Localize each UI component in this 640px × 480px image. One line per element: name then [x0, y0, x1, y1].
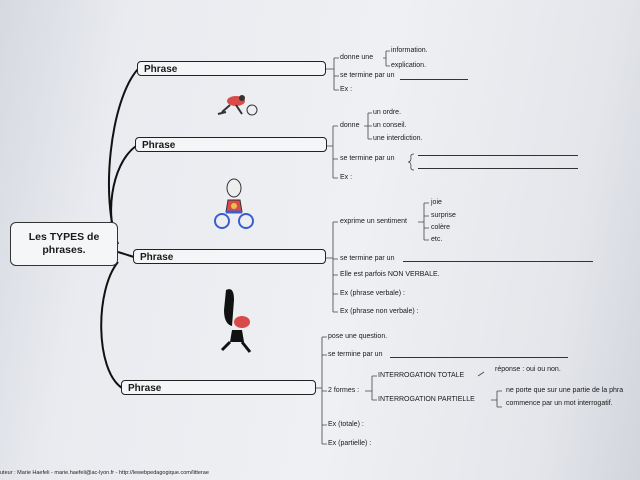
- branch1-phrase-box: Phrase: [137, 61, 326, 76]
- branch2-item1: donne: [340, 122, 360, 129]
- root-title-line1: Les TYPES de: [28, 231, 100, 243]
- branch1-sub1: information.: [391, 47, 428, 54]
- footer-credit: uteur : Marie Haefeli - marie.haefeli@ac…: [0, 470, 209, 476]
- branch4-form2-note-line1: ne porte que sur une partie de la phra: [506, 387, 624, 394]
- branch4-item3: 2 formes :: [328, 387, 360, 394]
- branch2-answer-line-2: [418, 168, 578, 169]
- root-topic-box: Les TYPES de phrases.: [10, 222, 118, 266]
- branch4-form2: INTERROGATION PARTIELLE: [378, 396, 475, 403]
- root-title-line2: phrases.: [42, 244, 86, 256]
- branch1-sub2: explication.: [391, 62, 427, 69]
- branch2-sub3: une interdiction.: [373, 135, 423, 142]
- branch4-item1: pose une question.: [328, 333, 388, 340]
- cyclist-cartoon-illustration: [214, 178, 254, 229]
- branch2-sub1: un ordre.: [373, 109, 402, 116]
- branch4-item2: se termine par un: [328, 351, 383, 358]
- branch3-item1: exprime un sentiment: [340, 218, 407, 225]
- branch3-item5: Ex (phrase non verbale) :: [340, 308, 419, 315]
- walker-cartoon-illustration: [220, 289, 252, 353]
- branch3-sub3: colère: [431, 224, 451, 231]
- branch1-label: Phrase: [144, 64, 178, 75]
- branch2-sub2: un conseil.: [373, 122, 407, 129]
- branch4-item4: Ex (totale) :: [328, 421, 364, 428]
- branch3-label: Phrase: [140, 252, 174, 263]
- branch4-label: Phrase: [128, 383, 162, 394]
- branch3-sub2: surprise: [431, 212, 456, 219]
- branch4-form1: INTERROGATION TOTALE: [378, 372, 465, 379]
- branch2-label: Phrase: [142, 140, 176, 151]
- branch1-item2: se termine par un: [340, 72, 395, 79]
- branch3-phrase-box: Phrase: [133, 249, 326, 264]
- branch4-item5: Ex (partielle) :: [328, 440, 372, 447]
- branch3-answer-line: [403, 261, 593, 262]
- branch4-answer-line: [390, 357, 568, 358]
- branch2-phrase-box: Phrase: [135, 137, 327, 152]
- branch4-form2-note-line2: commence par un mot interrogatif.: [506, 400, 613, 407]
- branch3-item3: Elle est parfois NON VERBALE.: [340, 271, 440, 278]
- branch3-item4: Ex (phrase verbale) :: [340, 290, 405, 297]
- branch1-answer-line: [400, 79, 468, 80]
- branch4-form1-note: réponse : oui ou non.: [495, 366, 561, 373]
- branch2-item3: Ex :: [340, 174, 353, 181]
- branch1-item1: donne une: [340, 54, 374, 61]
- branch3-sub4: etc.: [431, 236, 443, 243]
- branch4-phrase-box: Phrase: [121, 380, 316, 395]
- branch1-item3: Ex :: [340, 86, 353, 93]
- branch3-sub1: joie: [431, 199, 442, 206]
- branch3-item2: se termine par un: [340, 255, 395, 262]
- branch2-answer-line-1: [418, 155, 578, 156]
- runner-cartoon-illustration: [217, 95, 258, 116]
- branch2-item2: se termine par un: [340, 155, 395, 162]
